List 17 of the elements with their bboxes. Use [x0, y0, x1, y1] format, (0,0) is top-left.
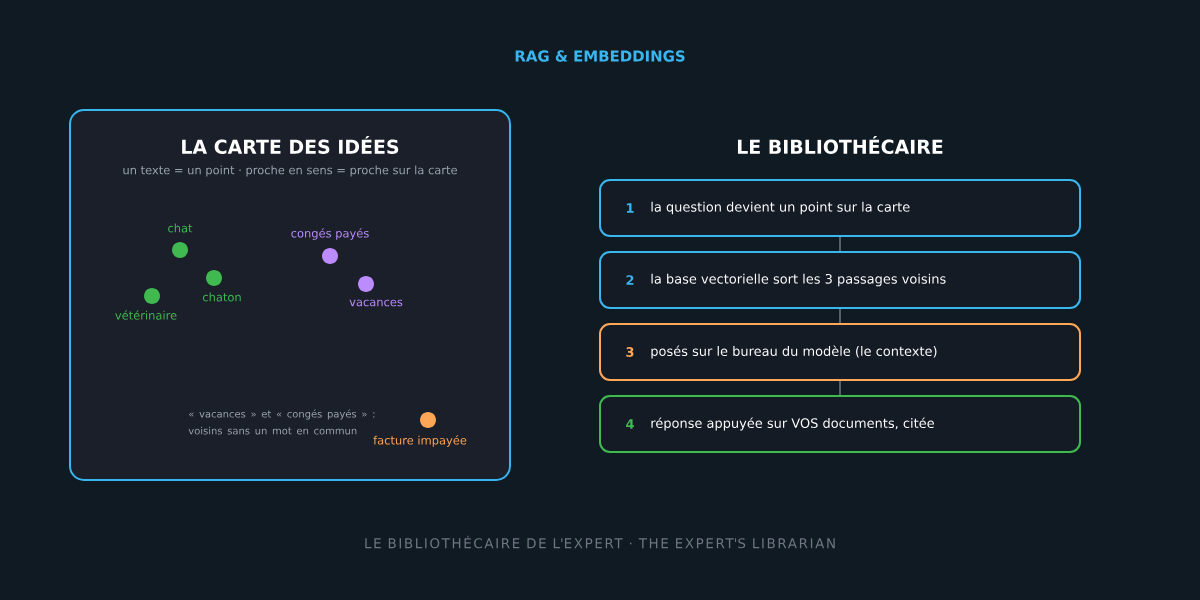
step-box: 1 la question devient un point sur la carte [599, 179, 1081, 237]
step-box: 3 posés sur le bureau du modèle (le contexte) [599, 323, 1081, 381]
step-box: 4 réponse appuyée sur VOS documents, citée [599, 395, 1081, 453]
dot-label: vacances [349, 299, 403, 307]
caption: LE BIBLIOTHÉCAIRE DE L'EXPERT · THE EXPERT'S LIBRARIAN [365, 535, 835, 549]
dot-label: congés payés [291, 228, 369, 240]
connector-line [839, 308, 841, 324]
connector-line [839, 380, 841, 396]
dot-label: chaton [202, 292, 241, 302]
column-heading: LE BIBLIOTHÉCAIRE [738, 136, 943, 154]
dot-label: facture impayée [373, 435, 467, 447]
title: RAG & EMBEDDINGS [515, 50, 685, 62]
dot-label: vétérinaire [115, 310, 177, 320]
note-text: « vacances » et « congés payés » : voisins sans un mot en commun [188, 409, 375, 435]
step-box: 2 la base vectorielle sort les 3 passages voisins [599, 251, 1081, 309]
dot-label: chat [168, 223, 193, 233]
connector-line [839, 236, 841, 252]
